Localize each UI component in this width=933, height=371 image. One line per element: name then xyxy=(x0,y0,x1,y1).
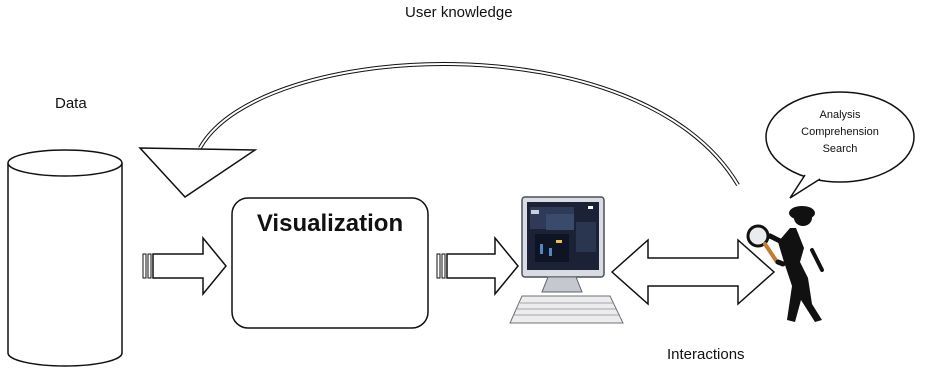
data-label: Data xyxy=(55,95,87,112)
visualization-box xyxy=(231,197,429,329)
user-knowledge-label: User knowledge xyxy=(405,4,513,21)
visualization-to-computer-arrow xyxy=(436,235,519,297)
interactions-label: Interactions xyxy=(667,346,745,363)
data-to-visualization-arrow xyxy=(142,235,227,297)
speech-bubble xyxy=(765,91,915,199)
feedback-arrowhead xyxy=(138,147,258,198)
desktop-computer-icon xyxy=(509,196,624,324)
visualization-label: Visualization xyxy=(256,210,404,237)
speech-line-analysis: Analysis xyxy=(819,109,861,121)
speech-line-search: Search xyxy=(822,143,858,155)
interactions-double-arrow xyxy=(610,238,776,306)
database-cylinder-icon xyxy=(7,149,123,367)
feedback-arc xyxy=(198,62,740,187)
speech-line-comprehension: Comprehension xyxy=(801,126,879,138)
speech-bubble-text: Analysis Comprehension Search xyxy=(770,107,910,158)
detective-figure-icon xyxy=(746,206,824,322)
